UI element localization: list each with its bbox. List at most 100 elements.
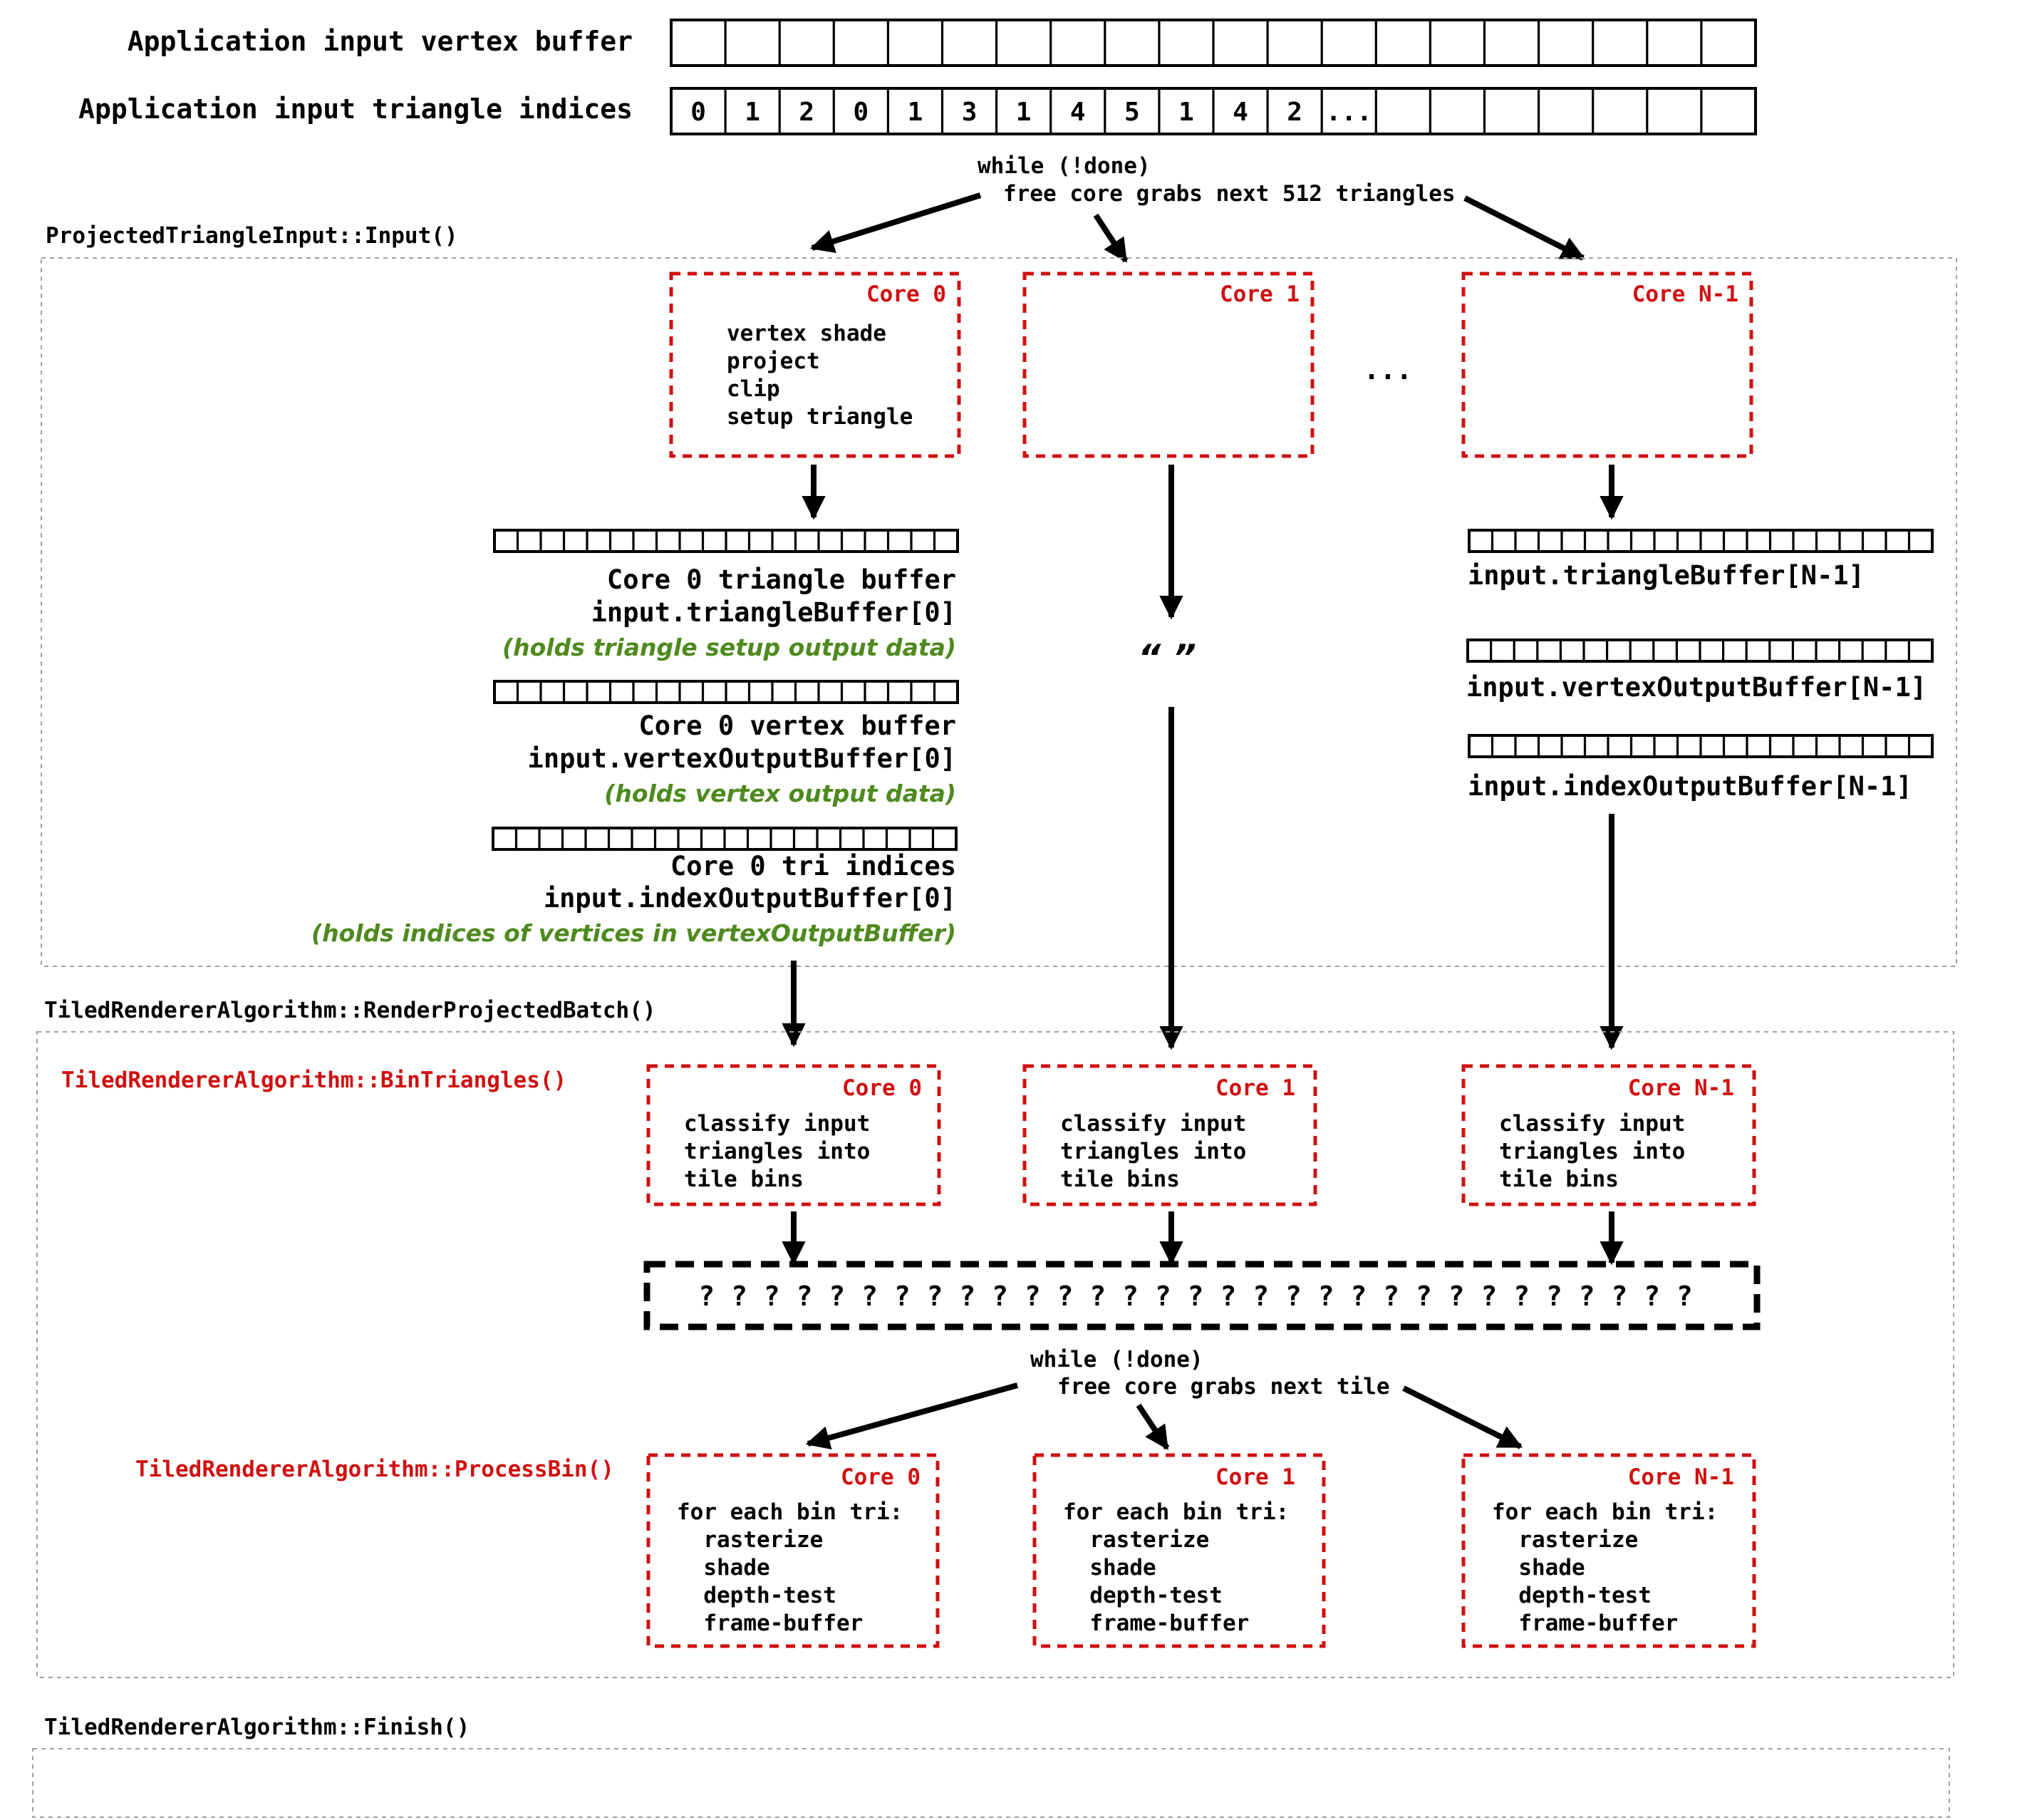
process-core-1: Core 1 for each bin tri: rasterize shade… <box>1032 1453 1326 1648</box>
bin-core-1: Core 1 classify input triangles into til… <box>1022 1064 1317 1206</box>
index-cell-value: 1 <box>745 98 760 127</box>
dispatch-loop-text: while (!done) <box>1030 1347 1203 1372</box>
input-core-1: Core 1 <box>1022 272 1315 458</box>
input-section-label: ProjectedTriangleInput::Input() <box>46 223 458 249</box>
process-core-0: Core 0 for each bin tri: rasterize shade… <box>646 1453 940 1648</box>
core-step: classify input <box>684 1111 870 1137</box>
core-step: classify input <box>1060 1111 1246 1137</box>
dispatch-loop-text: while (!done) <box>978 153 1151 179</box>
bin-core-0: Core 0 classify input triangles into til… <box>646 1064 941 1206</box>
dispatch-arrow-core1 <box>1093 213 1129 263</box>
core-title: Core 1 <box>1215 1464 1295 1490</box>
core-step: frame-buffer <box>1492 1610 1678 1636</box>
core-step: clip <box>727 376 780 402</box>
core-title: Core 0 <box>841 1464 921 1490</box>
buffer-name: input.vertexOutputBuffer[N-1] <box>1466 672 1927 703</box>
core-step: tile bins <box>684 1167 804 1192</box>
dispatch-grab-text: free core grabs next 512 triangles <box>1003 181 1456 207</box>
buffer-note: (holds triangle setup output data) <box>502 634 956 661</box>
coreN-index-buffer <box>1468 734 1934 758</box>
core0-vertex-buffer <box>493 680 959 704</box>
core-title: Core N-1 <box>1628 1075 1734 1101</box>
input-core-n-1: Core N-1 <box>1461 272 1753 458</box>
tile-dispatch-arrow-core1 <box>1136 1403 1170 1450</box>
buffer-note: (holds indices of vertices in vertexOutp… <box>311 919 956 947</box>
core-title: Core N-1 <box>1628 1464 1734 1490</box>
core-step: rasterize <box>1063 1527 1209 1553</box>
input-core-0: Core 0 vertex shade project clip setup t… <box>669 272 961 458</box>
core-step: triangles into <box>1060 1139 1246 1164</box>
ditto-mark: “ ” <box>1138 637 1196 678</box>
triangle-indices-label: Application input triangle indices <box>78 93 633 125</box>
core-title: Core 0 <box>866 281 946 307</box>
dispatch-arrow-core0 <box>809 192 982 253</box>
core-title: Core 0 <box>842 1075 922 1101</box>
core0-triangle-buffer <box>493 529 959 553</box>
index-cell-value: 1 <box>908 98 923 127</box>
core-step: depth-test <box>1063 1583 1223 1608</box>
tile-dispatch-arrow-core0 <box>805 1382 1019 1450</box>
finish-section-box <box>32 1748 1950 1818</box>
core-step: tile bins <box>1060 1167 1180 1192</box>
bin-triangles-label: TiledRendererAlgorithm::BinTriangles() <box>61 1067 566 1093</box>
render-section-box <box>36 1031 1954 1678</box>
core-step: triangles into <box>1499 1139 1685 1164</box>
process-core-n-1: Core N-1 for each bin tri: rasterize sha… <box>1461 1453 1756 1648</box>
core-step: triangles into <box>684 1139 870 1164</box>
core-title: Core 1 <box>1220 281 1300 307</box>
index-cell-value: 4 <box>1070 98 1086 127</box>
tile-bins-buffer: ? ? ? ? ? ? ? ? ? ? ? ? ? ? ? ? ? ? ? ? … <box>643 1261 1761 1330</box>
core-step: rasterize <box>1492 1527 1638 1553</box>
core-step: shade <box>677 1555 770 1581</box>
buffer-name: input.triangleBuffer[N-1] <box>1468 560 1865 591</box>
core-step: for each bin tri: <box>677 1499 903 1525</box>
render-section-label: TiledRendererAlgorithm::RenderProjectedB… <box>44 998 656 1023</box>
index-cell-value: 5 <box>1124 98 1140 127</box>
core-step: setup triangle <box>727 404 913 430</box>
core-step: tile bins <box>1499 1167 1619 1192</box>
core-step: frame-buffer <box>677 1610 863 1636</box>
index-cell-value: 1 <box>1178 98 1194 127</box>
tile-dispatch-arrow-coreN <box>1402 1385 1523 1449</box>
coreN-triangle-buffer <box>1468 529 1934 553</box>
dispatch-arrow-coreN <box>1463 195 1585 261</box>
core-step: for each bin tri: <box>1063 1499 1289 1525</box>
buffer-name: input.indexOutputBuffer[0] <box>544 883 956 914</box>
buffer-title: Core 0 tri indices <box>670 851 956 881</box>
buffer-name: input.vertexOutputBuffer[0] <box>528 743 956 774</box>
core-step: project <box>727 348 820 374</box>
core-step: depth-test <box>677 1583 836 1608</box>
core0-index-buffer <box>492 827 958 851</box>
tile-bins-contents: ? ? ? ? ? ? ? ? ? ? ? ? ? ? ? ? ? ? ? ? … <box>698 1281 1693 1312</box>
index-cell-value: 4 <box>1233 98 1248 127</box>
core-step: frame-buffer <box>1063 1610 1249 1636</box>
core-step: depth-test <box>1492 1583 1652 1608</box>
index-cell-value: 0 <box>854 98 869 127</box>
buffer-title: Core 0 vertex buffer <box>638 710 956 741</box>
buffer-name: input.indexOutputBuffer[N-1] <box>1468 771 1912 802</box>
input-section-box <box>41 257 1957 967</box>
core-step: for each bin tri: <box>1492 1499 1718 1525</box>
buffer-title: Core 0 triangle buffer <box>607 564 956 595</box>
process-bin-label: TiledRendererAlgorithm::ProcessBin() <box>135 1457 614 1482</box>
dispatch-grab-text: free core grabs next tile <box>1057 1374 1390 1400</box>
core-title: Core N-1 <box>1632 281 1738 307</box>
finish-section-label: TiledRendererAlgorithm::Finish() <box>44 1715 470 1740</box>
buffer-name: input.triangleBuffer[0] <box>591 597 956 628</box>
coreN-vertex-buffer <box>1466 638 1934 663</box>
more-cores-ellipsis: ... <box>1364 354 1413 386</box>
input-vertex-buffer <box>670 19 1757 67</box>
vertex-buffer-label: Application input vertex buffer <box>128 26 633 57</box>
index-cell-value: 2 <box>799 98 814 127</box>
index-cell-value: 2 <box>1287 98 1302 127</box>
core-step: shade <box>1063 1555 1156 1581</box>
core-title: Core 1 <box>1215 1075 1295 1101</box>
index-cell-value: 0 <box>690 98 706 127</box>
index-cell-value: 1 <box>1016 98 1032 127</box>
bin-core-n-1: Core N-1 classify input triangles into t… <box>1461 1064 1756 1206</box>
index-cell-value: ... <box>1326 98 1372 127</box>
buffer-note: (holds vertex output data) <box>604 780 956 807</box>
core-step: classify input <box>1499 1111 1685 1137</box>
